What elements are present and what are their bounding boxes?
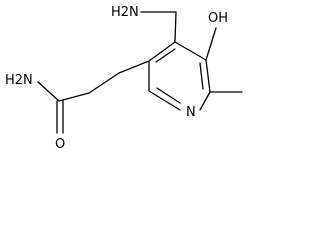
amide-nitrogen-label: H2N [5, 73, 33, 88]
bond-c4-ch2 [174, 11, 177, 43]
bond-carbonyl-c-nh2 [37, 81, 60, 102]
ring-bond-c2-n [148, 90, 181, 111]
ring-bond-c4-c3 [148, 41, 176, 62]
hydroxyl-label: OH [208, 11, 228, 26]
structure-drawing: H2N OH N H2N O [5, 5, 243, 152]
ring-bond-n-c6 [199, 91, 211, 111]
ring-double-bond-c5-c6 [199, 62, 204, 90]
bond-c3-ch2a [118, 60, 150, 74]
ring-double-bond-c3-c4 [155, 48, 176, 63]
bond-c5-oh [205, 27, 217, 61]
bond-ch2b-carbonyl-c [58, 92, 90, 102]
ring-double-bond-c2-n [156, 87, 181, 104]
ring-bond-c6-c5 [205, 59, 211, 93]
bond-ch2a-ch2b [88, 72, 120, 94]
ring-bond-c5-c4 [174, 41, 207, 61]
carbonyl-oxygen-label: O [55, 137, 65, 152]
amine-label: H2N [111, 5, 139, 20]
ring-nitrogen-label: N [186, 105, 196, 120]
